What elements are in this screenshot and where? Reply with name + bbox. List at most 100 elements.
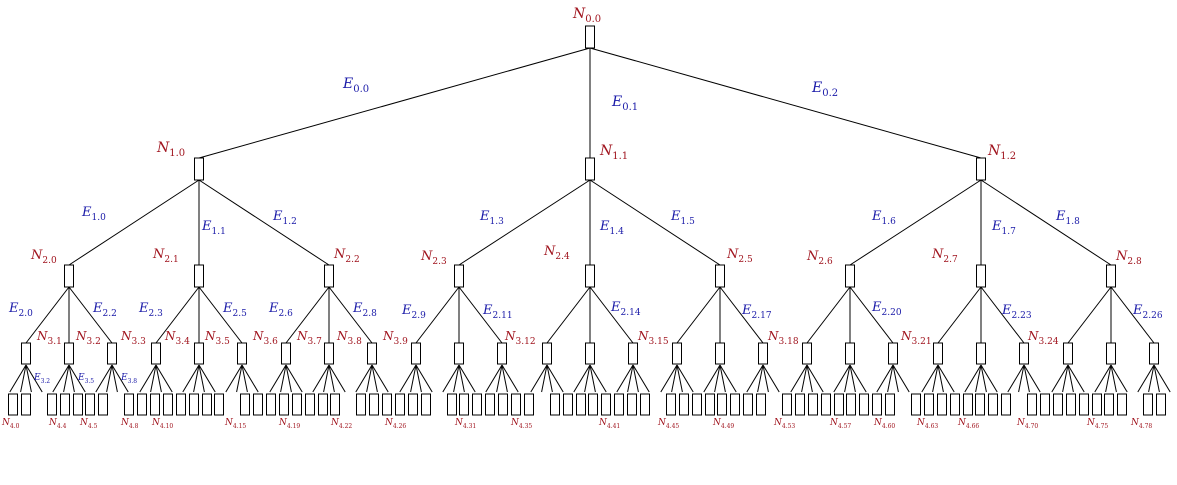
edge-level-4 <box>328 364 346 393</box>
node-label-level-3: N3.7 <box>296 329 322 347</box>
edge-label-level-2: E1.4 <box>599 219 624 237</box>
edge-level-4 <box>1094 364 1112 393</box>
node-label-level-3: N3.3 <box>120 329 146 347</box>
edge-level-4 <box>546 364 553 393</box>
node-level-4 <box>47 393 57 416</box>
node-level-4 <box>524 393 534 416</box>
edge-level-4 <box>806 364 813 393</box>
node-level-3 <box>1149 342 1159 365</box>
edge-level-1 <box>589 47 982 159</box>
edge-label-level-4: E3.2 <box>33 373 50 385</box>
node-label-level-4: N4.53 <box>773 418 795 430</box>
edge-level-4 <box>198 364 216 393</box>
node-level-4 <box>1040 393 1050 416</box>
edge-level-4 <box>1153 364 1160 393</box>
edge-level-3 <box>415 286 460 344</box>
edge-level-4 <box>1153 364 1171 393</box>
edge-label-level-2: E1.2 <box>272 209 297 227</box>
edge-level-4 <box>285 364 303 393</box>
edge-level-4 <box>676 364 694 393</box>
edge-level-4 <box>589 364 607 393</box>
node-level-3 <box>107 342 117 365</box>
edge-label-level-2: E1.8 <box>1055 209 1080 227</box>
node-level-4 <box>485 393 495 416</box>
edge-level-3 <box>1110 286 1155 344</box>
node-level-4 <box>627 393 637 416</box>
node-level-3 <box>1106 342 1116 365</box>
edge-level-2 <box>589 179 721 266</box>
edge-level-4 <box>415 364 433 393</box>
edge-label-level-3: E2.17 <box>741 303 772 321</box>
edge-level-4 <box>714 364 721 393</box>
edge-level-4 <box>589 364 596 393</box>
edge-level-3 <box>155 286 200 344</box>
edge-level-4 <box>410 364 417 393</box>
node-level-4 <box>318 393 328 416</box>
node-level-4 <box>717 393 727 416</box>
edge-level-3 <box>937 286 982 344</box>
edge-level-4 <box>719 364 737 393</box>
edge-level-4 <box>442 364 460 393</box>
node-level-4 <box>189 393 199 416</box>
node-level-4 <box>472 393 482 416</box>
edge-level-4 <box>328 364 335 393</box>
edge-level-3 <box>719 286 764 344</box>
node-level-3 <box>454 342 464 365</box>
node-label-level-3: N3.24 <box>1027 329 1059 347</box>
edge-level-4 <box>280 364 287 393</box>
edge-label-level-3: E2.5 <box>222 301 247 319</box>
node-label-level-2: N2.2 <box>333 247 360 265</box>
node-level-3 <box>21 342 31 365</box>
node-level-4 <box>950 393 960 416</box>
edge-level-4 <box>937 364 955 393</box>
edge-level-2 <box>198 179 330 266</box>
edge-label-level-2: E1.0 <box>81 205 106 223</box>
node-level-4 <box>679 393 689 416</box>
node-level-4 <box>60 393 70 416</box>
node-label-level-4: N4.4 <box>48 418 67 430</box>
node-level-4 <box>692 393 702 416</box>
node-level-1 <box>194 157 204 181</box>
node-level-4 <box>1104 393 1114 416</box>
node-label-level-2: N2.1 <box>152 247 179 265</box>
edge-level-4 <box>52 364 70 393</box>
edge-level-4 <box>453 364 460 393</box>
node-level-4 <box>124 393 134 416</box>
edge-level-4 <box>616 364 634 393</box>
node-level-2 <box>715 264 725 288</box>
node-level-3 <box>411 342 421 365</box>
node-label-level-2: N2.7 <box>931 247 958 265</box>
node-level-4 <box>395 393 405 416</box>
node-label-level-4: N4.35 <box>510 418 532 430</box>
node-level-4 <box>937 393 947 416</box>
node-level-3 <box>672 342 682 365</box>
edge-level-4 <box>584 364 591 393</box>
node-level-3 <box>802 342 812 365</box>
edge-level-4 <box>496 364 503 393</box>
node-level-4 <box>730 393 740 416</box>
edge-label-level-1: E0.1 <box>611 94 638 113</box>
node-level-3 <box>585 342 595 365</box>
edge-level-4 <box>225 364 243 393</box>
edge-level-4 <box>762 364 780 393</box>
node-level-4 <box>137 393 147 416</box>
node-label-level-4: N4.63 <box>916 418 938 430</box>
node-label-level-3: N3.8 <box>336 329 362 347</box>
edge-level-4 <box>757 364 764 393</box>
edge-label-level-2: E1.3 <box>479 209 504 227</box>
node-level-4 <box>601 393 611 416</box>
node-label-level-4: N4.22 <box>330 418 352 430</box>
edge-level-4 <box>285 364 292 393</box>
node-label-level-4: N4.45 <box>657 418 679 430</box>
node-level-3 <box>758 342 768 365</box>
edge-level-4 <box>887 364 894 393</box>
node-level-4 <box>743 393 753 416</box>
node-level-4 <box>21 393 31 416</box>
node-level-1 <box>585 157 595 181</box>
node-level-4 <box>1092 393 1102 416</box>
node-label-level-3: N3.5 <box>204 329 230 347</box>
node-label-level-3: N3.4 <box>164 329 190 347</box>
node-label-level-2: N2.8 <box>1115 249 1142 267</box>
node-level-2 <box>976 264 986 288</box>
edge-level-3 <box>676 286 721 344</box>
